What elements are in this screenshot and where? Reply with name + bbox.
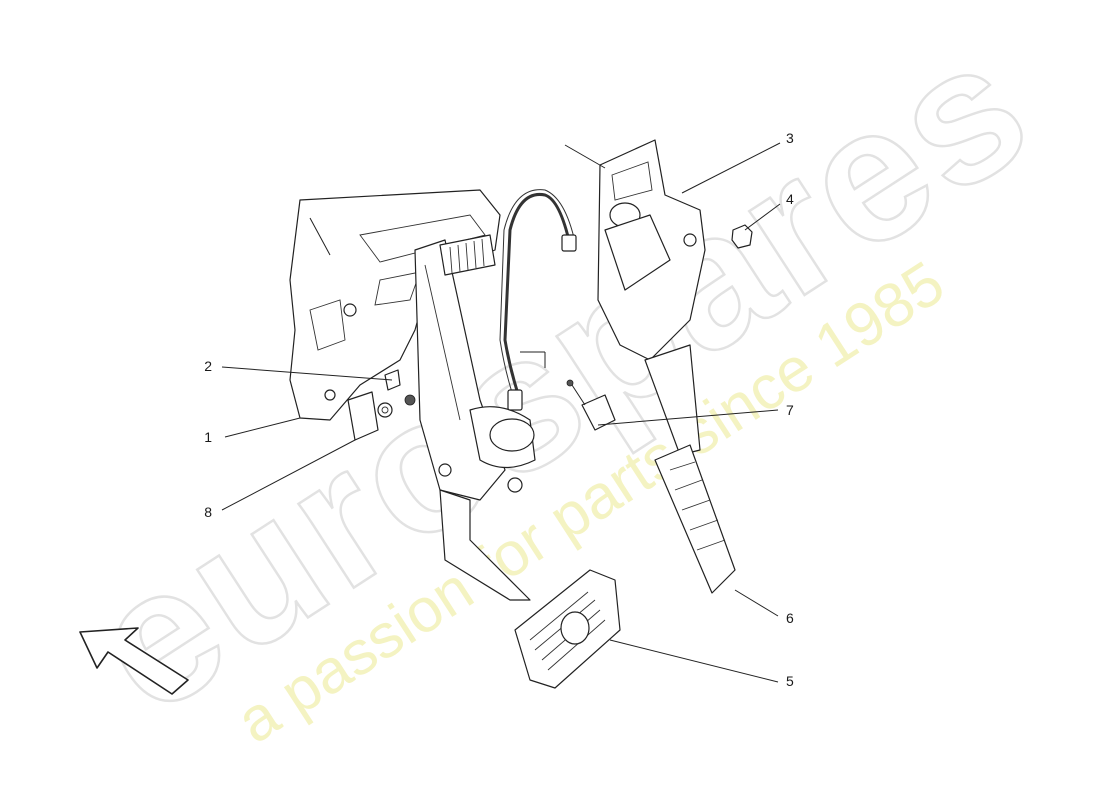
callout-6: 6: [786, 610, 794, 626]
callout-8: 8: [204, 504, 212, 520]
callout-1: 1: [204, 429, 212, 445]
hydraulic-hose: [499, 189, 577, 411]
clip: [347, 391, 393, 441]
brake-light-switch: [566, 379, 616, 431]
nut: [731, 224, 753, 249]
brake-pedal-arm: [414, 234, 536, 601]
callout-4: 4: [786, 191, 794, 207]
brake-pedal-pad: [514, 569, 621, 689]
callout-7: 7: [786, 402, 794, 418]
bolt: [384, 369, 416, 406]
direction-arrow-icon: [79, 627, 189, 695]
accelerator-pedal: [644, 344, 736, 594]
leader-lines: [221, 142, 781, 683]
throttle-bracket: [597, 139, 706, 361]
callout-labels: 1 2 3 4 5 6 7 8: [204, 130, 794, 689]
callout-3: 3: [786, 130, 794, 146]
callout-2: 2: [204, 358, 212, 374]
callout-5: 5: [786, 673, 794, 689]
